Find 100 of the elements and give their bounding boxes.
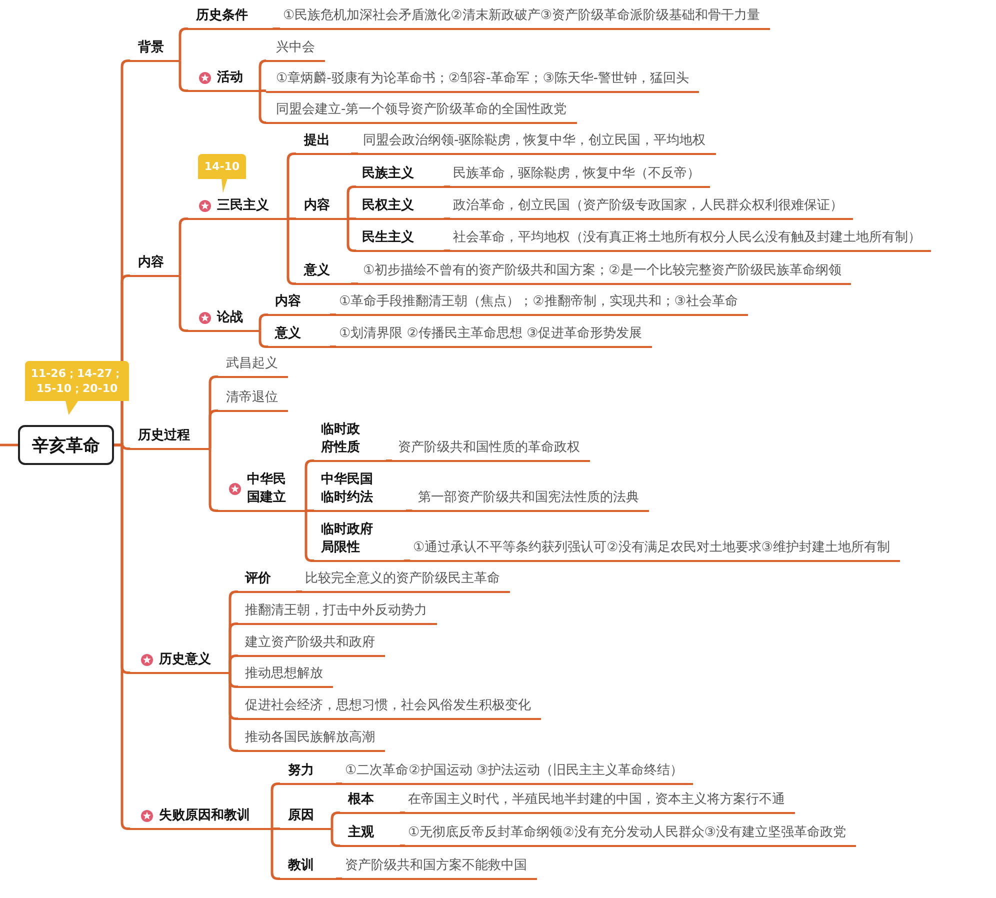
note-text: 在帝国主义时代，半殖民地半封建的中国，资本主义将方案行不通 [408,791,785,809]
branch-node [342,857,537,880]
branch-line [270,828,280,880]
branch-line [0,444,18,446]
branch-line [444,250,450,252]
branch-label: 内容 [138,254,164,272]
branch-line [351,282,358,285]
branch-node [450,165,710,188]
branch-line [351,152,358,155]
branch-line [258,60,268,92]
note-text: 社会革命，平均地权（没有真正将土地所有权分人民么没有触及封建土地所有制） [453,229,921,247]
branch-label: 民权主义 [362,197,414,215]
branch-node [238,665,333,688]
note-text: 资产阶级共和国方案不能救中国 [345,857,527,875]
note-text: 武昌起义 [226,355,278,373]
branch-node [130,427,210,450]
branch-node [356,165,444,188]
branch-label: 历史意义 [159,651,211,669]
branch-line [304,460,314,512]
branch-label: 民族主义 [362,165,414,183]
branch-line [444,218,450,220]
branch-node [302,570,510,593]
branch-node [268,293,330,316]
branch-node [314,471,406,512]
branch-node [188,309,260,332]
branch-label: 评价 [245,570,271,588]
central-topic-label: 辛亥革命 [32,434,100,456]
branch-node [405,791,795,814]
branch-line [400,844,405,847]
note-text: ①初步描绘不曾有的资产阶级共和国方案；②是一个比较完整资产阶级民族革命纲领 [363,262,842,280]
branch-line [330,812,340,830]
branch-line [330,346,336,348]
branch-node [340,791,400,814]
branch-line [346,186,356,220]
branch-line [330,314,336,316]
branch-label: 背景 [138,39,164,57]
branch-line [386,460,392,462]
note-text: ①革命手段推翻清王朝（焦点）；②推翻帝制，实现共和；③社会革命 [339,293,738,311]
branch-line [260,90,266,92]
branch-line [400,812,405,814]
branch-node [280,857,336,880]
branch-node [405,824,856,847]
note-text: 政治革命，创立民国（资产阶级专政国家，人民群众权利很难保证） [453,197,843,215]
branch-label: 民生主义 [362,229,414,247]
branch-node [314,521,404,562]
branch-line [258,314,268,332]
branch-node [280,762,336,785]
branch-node [238,697,541,720]
branch-node [358,262,852,285]
branch-node [296,132,351,155]
branch-node [218,471,306,512]
note-text: 同盟会建立-第一个领导资产阶级革命的全国性政党 [276,101,567,119]
branch-line [258,90,268,124]
branch-label: 努力 [288,762,314,780]
branch-node [188,7,273,30]
branch-line [444,186,450,188]
branch-line [304,510,314,562]
branch-node [218,389,288,412]
branch-node [296,262,351,285]
branch-node [412,489,649,512]
branch-label: 意义 [304,262,330,280]
branch-node [238,634,385,657]
branch-label: 教训 [288,857,314,875]
branch-line [346,218,356,252]
branch-node [356,197,444,220]
branch-node [336,325,652,348]
branch-node [410,539,900,562]
branch-line [336,878,342,880]
branch-label: 临时政府性质 [321,421,361,457]
branch-node [392,439,590,462]
note-text: 民族革命，驱除鞑虏，恢复中华（不反帝） [453,165,700,183]
branch-node [130,651,230,674]
branch-line [228,654,238,674]
note-text: 清帝退位 [226,389,278,407]
branch-line [228,672,238,752]
branch-line [272,828,280,830]
note-text: 促进社会经济，思想习惯，社会风俗发生积极变化 [245,697,531,715]
note-text: ①通过承认不平等条约获列强认可②没有满足农民对土地要求③维护封建土地所有制 [413,539,890,557]
branch-node [130,807,272,830]
branch-label: 主观 [348,824,374,842]
branch-node [188,69,260,92]
branch-line [404,560,410,562]
branch-node [358,132,716,155]
branch-line [286,218,296,285]
callout-bubble: 14-10 [198,154,246,193]
note-text: 比较完全意义的资产阶级民主革命 [305,570,500,588]
note-text: 推动各国民族解放高潮 [245,729,375,747]
branch-label: 历史过程 [138,427,190,445]
branch-line [406,510,412,512]
branch-line [178,28,188,62]
branch-label: 根本 [348,791,374,809]
note-text: 推动思想解放 [245,665,323,683]
branch-node [340,824,400,847]
note-text: ①无彻底反帝反封革命纲领②没有充分发动人民群众③没有建立坚强革命政党 [408,824,846,842]
branch-node [450,197,853,220]
branch-label: 论战 [217,309,243,327]
branch-label: 中华民国临时约法 [321,471,374,507]
branch-node [356,229,444,252]
branch-label: 提出 [304,132,330,150]
branch-line [273,28,280,30]
